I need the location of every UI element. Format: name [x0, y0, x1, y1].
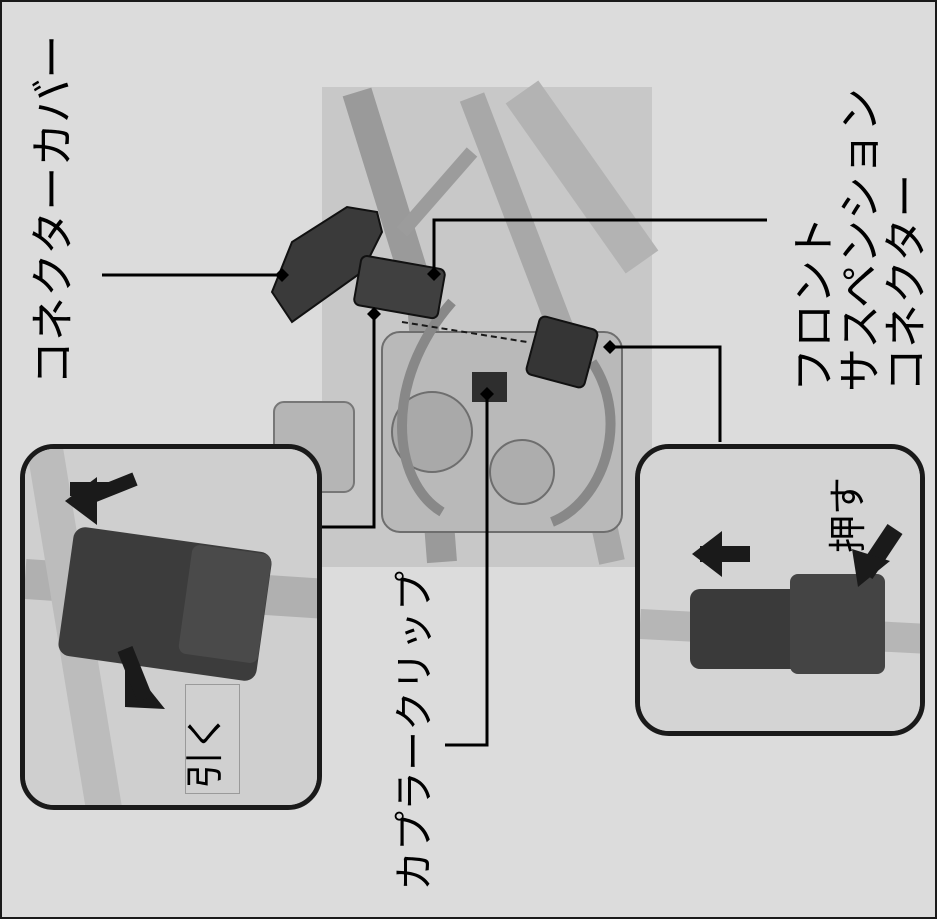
front-suspension-connector-label: フロント サスペンション コネクター	[789, 82, 937, 392]
push-label: 押す	[826, 477, 870, 554]
inset-push-panel	[635, 444, 925, 736]
front-suspension-connector-line-1: フロント	[789, 216, 840, 392]
suspension-connector-shape	[353, 255, 446, 320]
connector-cover-shape	[270, 205, 384, 324]
front-suspension-connector-line-2: サスペンション	[835, 87, 887, 392]
connector-cover-label: コネクターカバー	[28, 34, 79, 385]
pull-label: 引く	[183, 713, 227, 790]
inset-pull-panel	[20, 444, 322, 810]
coupler-clip-label: カプラークリップ	[392, 571, 438, 891]
inset-push-illustration	[640, 449, 920, 731]
inset-pull-illustration	[25, 449, 317, 805]
front-suspension-connector-line-3: コネクター	[881, 173, 933, 392]
pull-label-box	[185, 684, 240, 794]
